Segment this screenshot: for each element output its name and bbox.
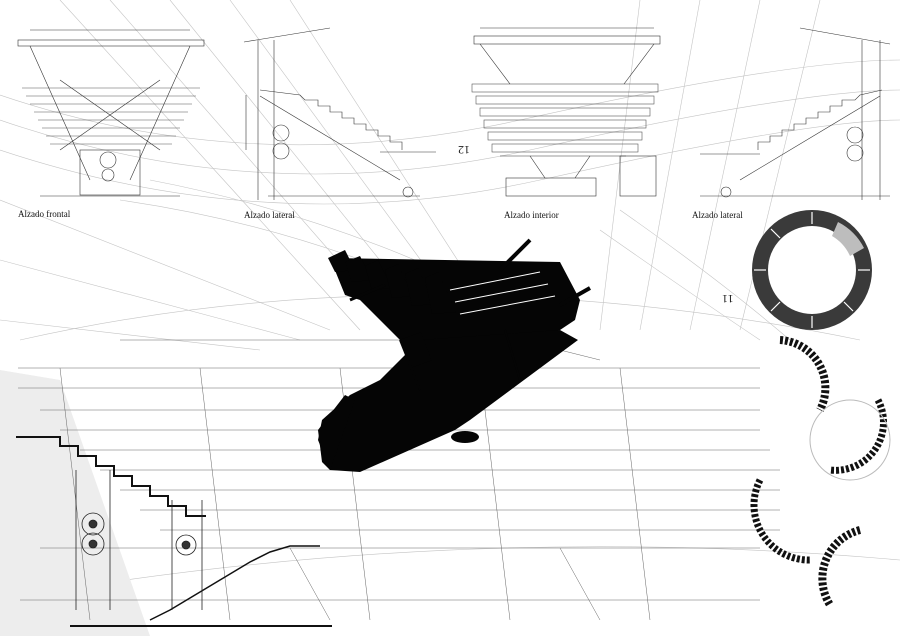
elevation-frontal xyxy=(17,29,205,197)
background-radial-lines xyxy=(0,0,900,601)
caption-frontal: Alzado frontal xyxy=(18,209,71,219)
stair-profile xyxy=(16,436,206,517)
ring-plan xyxy=(752,210,872,330)
elevation-lateral-left xyxy=(243,27,436,200)
ring-sections xyxy=(750,336,891,608)
elevation-interior xyxy=(471,27,661,197)
lower-stair-profile xyxy=(149,545,320,621)
elevation-lateral-right xyxy=(700,27,891,200)
sheet-number-11: 11 xyxy=(722,292,734,306)
caption-interior: Alzado interior xyxy=(504,210,559,220)
wheel-assembly-right xyxy=(171,500,203,610)
caption-lateral-left: Alzado lateral xyxy=(244,210,295,220)
stand-silhouette xyxy=(318,238,591,472)
sheet-number-12: 12 xyxy=(458,143,470,157)
silhouette-gaps xyxy=(449,271,556,315)
wheel-assembly-left xyxy=(75,470,111,610)
caption-lateral-right: Alzado lateral xyxy=(692,210,743,220)
